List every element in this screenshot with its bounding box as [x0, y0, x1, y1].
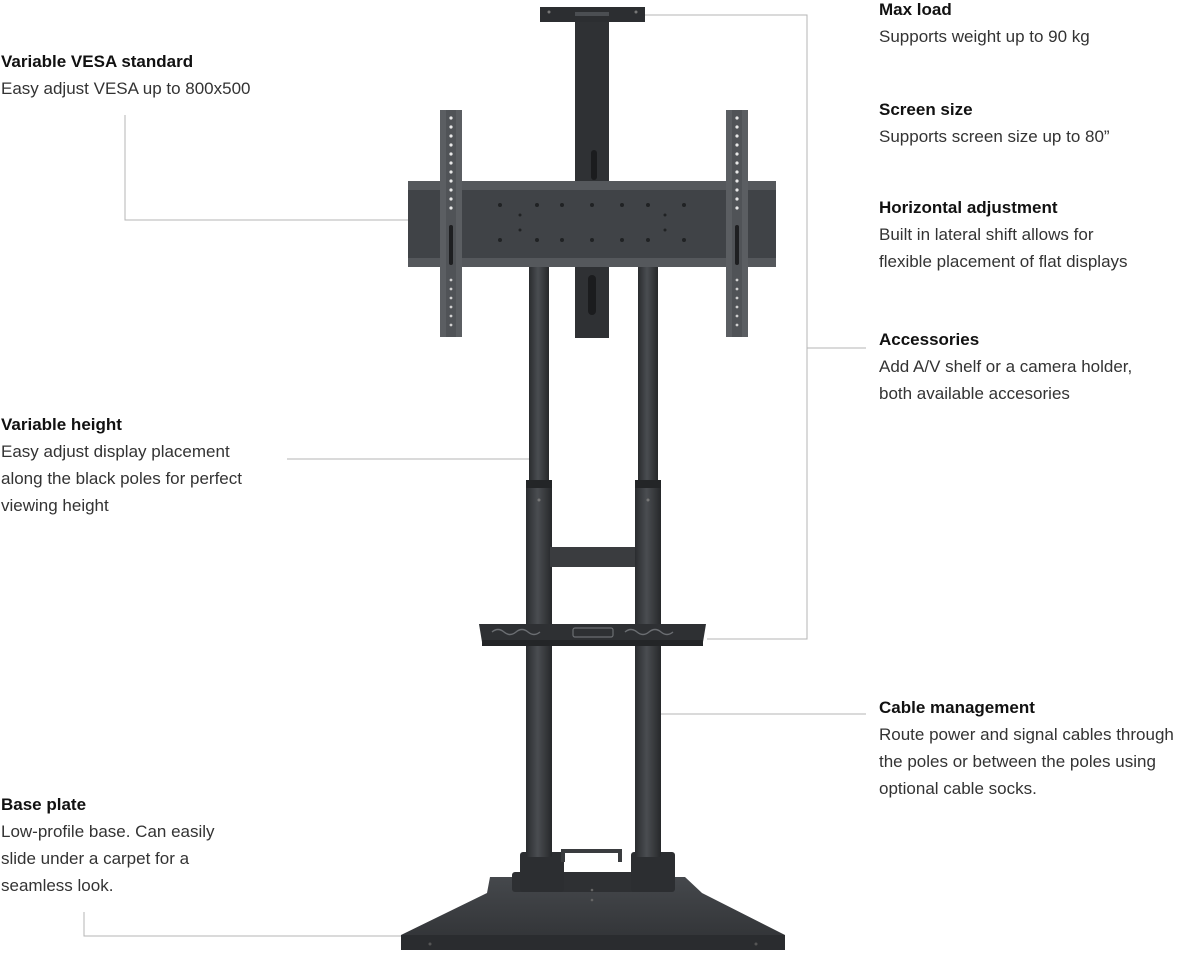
feature-base: Base plate Low-profile base. Can easily …	[1, 791, 331, 899]
bracket-hole	[735, 170, 739, 174]
feature-height: Variable height Easy adjust display plac…	[1, 411, 331, 519]
bracket-hole	[590, 203, 594, 207]
bracket-hole	[449, 161, 453, 165]
bracket-hole	[449, 170, 453, 174]
bracket-hole	[620, 238, 624, 242]
bracket-hole	[735, 152, 739, 156]
bracket-hole	[535, 203, 539, 207]
feature-maxload-desc: Supports weight up to 90 kg	[879, 27, 1090, 46]
feature-screen-desc: Supports screen size up to 80”	[879, 127, 1110, 146]
poles	[526, 267, 661, 857]
feature-screen-title: Screen size	[879, 100, 973, 119]
pole-collar-right	[631, 852, 675, 892]
bracket-hole	[518, 228, 522, 232]
bracket-hole	[560, 203, 564, 207]
bracket-hole	[449, 125, 453, 129]
bracket-hole	[735, 161, 739, 165]
feature-height-title: Variable height	[1, 415, 122, 434]
bracket-hole	[620, 203, 624, 207]
bracket-hole	[535, 238, 539, 242]
bracket-hole	[560, 238, 564, 242]
feature-maxload: Max load Supports weight up to 90 kg	[879, 0, 1200, 50]
leader-line-vesa	[124, 115, 425, 221]
leader-lines	[83, 14, 866, 937]
bracket-hole	[449, 314, 453, 318]
bracket-hole	[498, 238, 502, 242]
leader-line-base	[83, 912, 470, 937]
bracket-hole	[735, 125, 739, 129]
bracket-hole	[449, 278, 453, 282]
base-plate	[401, 872, 785, 950]
feature-base-desc: Low-profile base. Can easily slide under…	[1, 822, 215, 895]
mounting-plate	[408, 181, 776, 267]
feature-vesa-title: Variable VESA standard	[1, 52, 194, 71]
bracket-hole	[735, 206, 739, 210]
vesa-bracket-right	[726, 110, 748, 337]
feature-accessories-desc: Add A/V shelf or a camera holder, both a…	[879, 357, 1133, 403]
bracket-hole	[449, 197, 453, 201]
bracket-hole	[735, 305, 739, 309]
bracket-hole	[518, 213, 522, 217]
vesa-bracket-left	[440, 110, 462, 337]
feature-height-desc: Easy adjust display placement along the …	[1, 442, 242, 515]
bracket-hole	[735, 314, 739, 318]
bracket-hole	[735, 323, 739, 327]
bracket-hole	[449, 323, 453, 327]
bracket-hole	[735, 278, 739, 282]
pole-collar-left	[520, 852, 564, 892]
bracket-slot	[735, 225, 739, 265]
bracket-hole	[735, 287, 739, 291]
bracket-hole	[735, 179, 739, 183]
feature-cable-desc: Route power and signal cables through th…	[879, 725, 1174, 798]
bracket-hole	[449, 305, 453, 309]
bracket-hole	[449, 296, 453, 300]
cross-brace	[550, 547, 635, 567]
bracket-hole	[735, 116, 739, 120]
feature-cable: Cable management Route power and signal …	[879, 694, 1200, 802]
bracket-hole	[449, 134, 453, 138]
bracket-hole	[449, 152, 453, 156]
bracket-hole	[498, 203, 502, 207]
feature-vesa: Variable VESA standard Easy adjust VESA …	[1, 48, 331, 102]
bracket-slot	[449, 225, 453, 265]
leader-line-maxload	[645, 14, 808, 640]
bracket-hole	[735, 296, 739, 300]
feature-accessories-title: Accessories	[879, 330, 980, 349]
feature-base-title: Base plate	[1, 795, 87, 814]
bracket-hole	[735, 134, 739, 138]
feature-accessories: Accessories Add A/V shelf or a camera ho…	[879, 326, 1200, 407]
bracket-holes	[449, 116, 739, 327]
bracket-hole	[449, 143, 453, 147]
top-camera-shelf	[540, 7, 645, 22]
feature-screen: Screen size Supports screen size up to 8…	[879, 96, 1200, 150]
feature-horizontal-title: Horizontal adjustment	[879, 198, 1058, 217]
bracket-hole	[449, 116, 453, 120]
bracket-hole	[735, 143, 739, 147]
feature-cable-title: Cable management	[879, 698, 1035, 717]
bracket-hole	[735, 197, 739, 201]
upper-column	[575, 22, 609, 338]
bracket-hole	[663, 213, 667, 217]
feature-horizontal-desc: Built in lateral shift allows for flexib…	[879, 225, 1128, 271]
av-shelf	[479, 624, 706, 646]
bracket-hole	[682, 203, 686, 207]
feature-maxload-title: Max load	[879, 0, 952, 19]
feature-vesa-desc: Easy adjust VESA up to 800x500	[1, 79, 251, 98]
bracket-hole	[449, 206, 453, 210]
bracket-hole	[663, 228, 667, 232]
cable-hook	[561, 849, 622, 862]
bracket-hole	[646, 203, 650, 207]
bracket-hole	[449, 287, 453, 291]
bracket-hole	[449, 188, 453, 192]
feature-horizontal: Horizontal adjustment Built in lateral s…	[879, 194, 1200, 275]
bracket-hole	[449, 179, 453, 183]
bracket-hole	[590, 238, 594, 242]
bracket-hole	[682, 238, 686, 242]
bracket-hole	[735, 188, 739, 192]
bracket-hole	[646, 238, 650, 242]
